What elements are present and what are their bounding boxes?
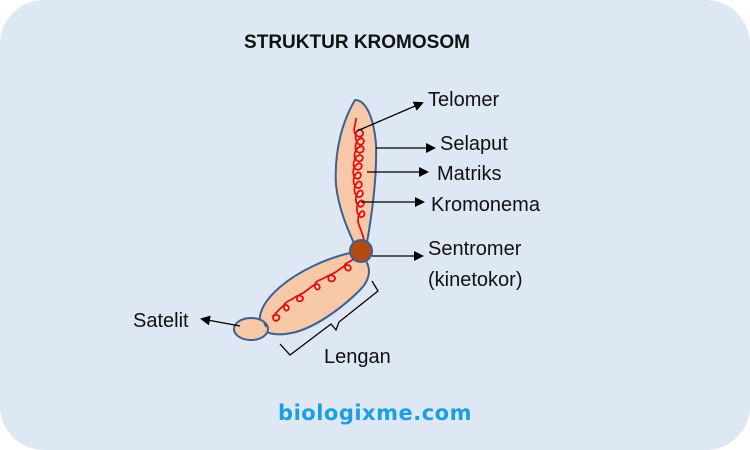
telomer-arrow — [356, 101, 424, 132]
label-sentromer: Sentromer — [428, 238, 522, 260]
centromere — [349, 239, 373, 263]
satellite-body — [233, 317, 269, 341]
lower-chromosome-arm — [258, 251, 370, 336]
chromonema-upper — [352, 117, 366, 247]
diagram-title: STRUKTUR KROMOSOM — [244, 32, 470, 53]
lengan-bracket — [279, 280, 379, 356]
label-satelit: Satelit — [133, 310, 189, 332]
satelit-arrow — [200, 315, 241, 327]
satellite-stalk — [263, 322, 267, 328]
label-selaput: Selaput — [440, 133, 508, 155]
site-watermark: biologixme.com — [278, 401, 472, 425]
label-kromonema: Kromonema — [431, 194, 541, 216]
label-kinetokor: (kinetokor) — [428, 269, 522, 291]
chromonema-lower — [271, 256, 357, 322]
label-telomer: Telomer — [428, 89, 499, 111]
label-lengan: Lengan — [324, 346, 391, 368]
label-matriks: Matriks — [437, 163, 501, 185]
